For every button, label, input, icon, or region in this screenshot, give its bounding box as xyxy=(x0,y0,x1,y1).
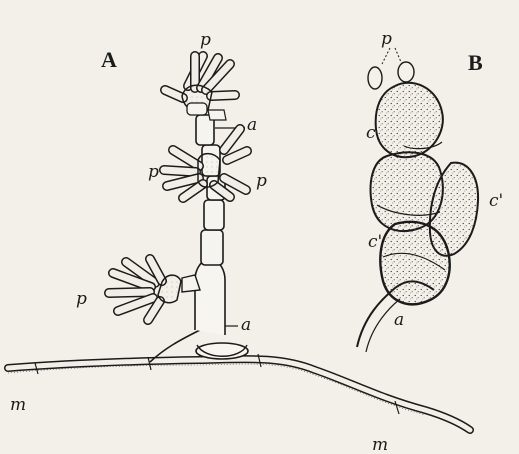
panel-b-structure xyxy=(357,48,478,352)
label-p-panel-b: p xyxy=(381,29,392,49)
central-branch xyxy=(150,258,248,362)
lower-whorl xyxy=(109,259,200,320)
label-c2-panel-b: c' xyxy=(489,191,503,211)
label-m-right: m xyxy=(372,435,388,454)
label-a-lower: a xyxy=(241,315,251,335)
label-a-upper: a xyxy=(247,115,257,135)
label-p-bottom: p xyxy=(76,289,87,309)
label-m-left: m xyxy=(10,395,26,415)
label-p-right-middle: p xyxy=(256,171,267,191)
panel-b-label: B xyxy=(468,50,483,75)
label-a-panel-b: a xyxy=(394,310,404,330)
top-whorl xyxy=(165,56,235,120)
label-c1-panel-b: c' xyxy=(368,232,382,252)
label-p-left-middle: p xyxy=(148,162,159,182)
main-filament xyxy=(8,354,470,430)
label-p-top: p xyxy=(200,30,211,50)
label-c-panel-b: c xyxy=(366,123,376,143)
panel-a-label: A xyxy=(101,47,117,72)
